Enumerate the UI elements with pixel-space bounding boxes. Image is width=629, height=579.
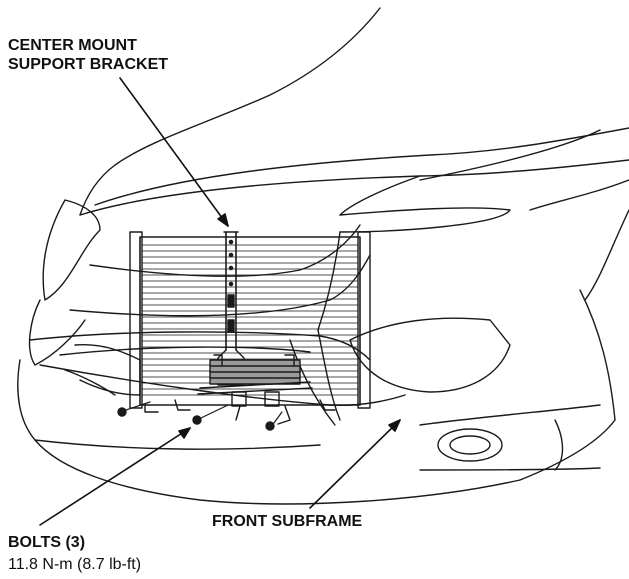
callout-bolts: BOLTS (3): [8, 534, 86, 551]
bolt-icons: [117, 401, 283, 431]
callout-center-mount-line1: CENTER MOUNT: [8, 37, 137, 54]
callout-front-subframe: FRONT SUBFRAME: [212, 513, 363, 530]
center-mount-support-bracket: [217, 231, 245, 386]
right-fascia: [349, 209, 629, 481]
leader-bracket: [119, 77, 229, 227]
bolt-center-icon: [192, 415, 202, 425]
leader-bolts: [39, 427, 191, 526]
bumper-beam: [29, 224, 406, 426]
callout-torque-spec: 11.8 N-m (8.7 lb-ft): [8, 556, 142, 573]
callout-center-mount-line2: SUPPORT BRACKET: [8, 56, 169, 73]
lower-crossmember: [197, 354, 313, 425]
hood-outline: [79, 7, 629, 233]
bolt-right-icon: [265, 421, 275, 431]
leader-subframe: [309, 419, 401, 509]
leader-arrows: [39, 77, 401, 526]
bolt-left-icon: [117, 407, 127, 417]
